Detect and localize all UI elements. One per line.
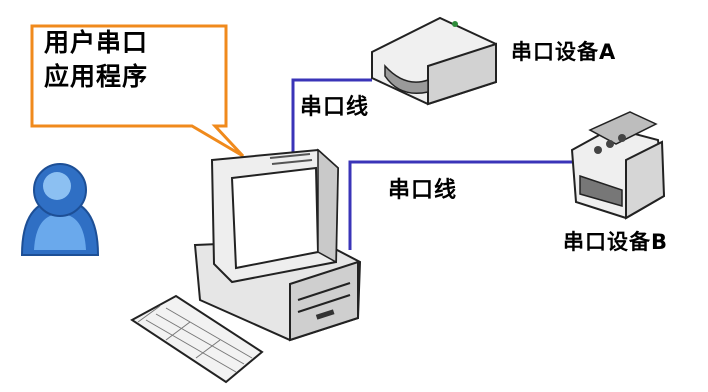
computer-icon	[193, 148, 362, 342]
keyboard-icon	[130, 294, 264, 384]
label-cable-a: 串口线	[300, 95, 370, 120]
device-b-icon	[570, 111, 666, 220]
label-device-a: 串口设备A	[511, 40, 617, 64]
callout-text: 用户串口 应用程序	[44, 26, 194, 94]
callout-line-1: 用户串口	[44, 28, 149, 57]
callout-bubble	[30, 24, 245, 158]
cable-line-b	[348, 160, 578, 250]
callout-line-2: 应用程序	[44, 62, 149, 91]
cable-line-a	[291, 78, 372, 160]
cable-lines	[291, 78, 578, 250]
label-cable-b: 串口线	[388, 178, 458, 203]
label-device-b: 串口设备B	[563, 230, 669, 254]
user-icon	[20, 163, 100, 256]
device-a-icon	[371, 16, 497, 106]
